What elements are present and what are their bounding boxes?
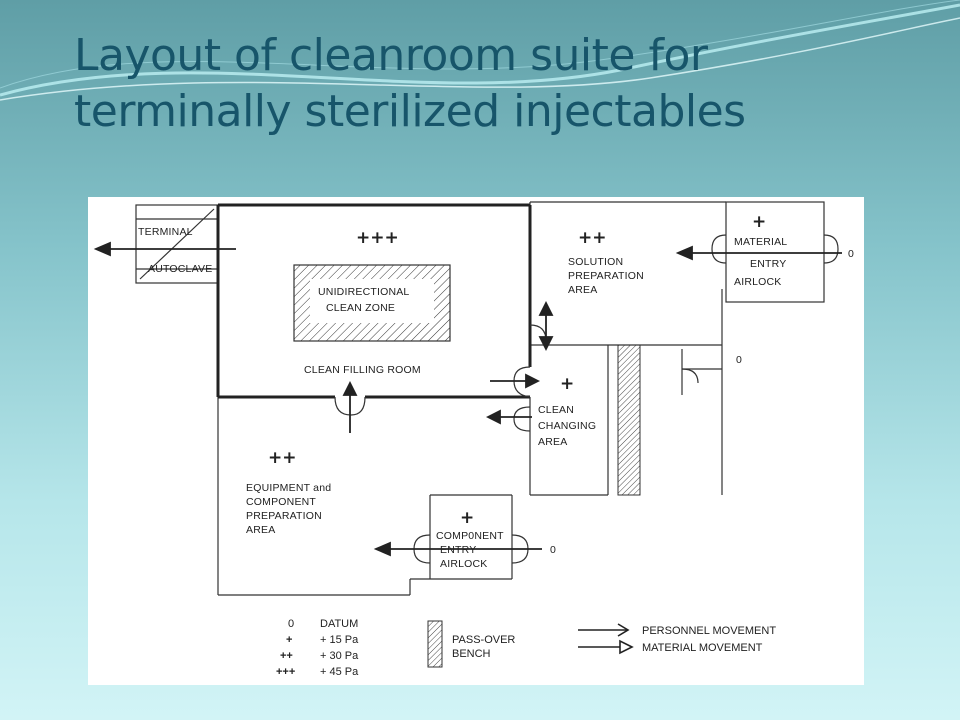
solution-prep-pressure: ++ — [578, 228, 607, 248]
legend-label-45: + 45 Pa — [320, 666, 359, 678]
legend-label-15: + 15 Pa — [320, 634, 359, 646]
filling-room-pressure: +++ — [356, 228, 399, 248]
solution-prep-line1: SOLUTION — [568, 256, 623, 268]
changing-area-line3: AREA — [538, 436, 567, 448]
component-airlock-line1: COMP0NENT — [436, 530, 504, 542]
movement-arrows — [93, 241, 842, 557]
terminal-label-line1: TERMINAL — [138, 226, 193, 238]
title-line-1: Layout of cleanroom suite for — [74, 30, 708, 81]
autoclave-label-line2: AUTOCLAVE — [148, 263, 212, 275]
clean-zone-label-bg — [310, 279, 434, 323]
material-airlock-line3: AIRLOCK — [734, 276, 782, 288]
legend-material-movement: MATERIAL MOVEMENT — [642, 642, 763, 654]
changing-area-line1: CLEAN — [538, 404, 574, 416]
legend-pressures: 0 DATUM + + 15 Pa ++ + 30 Pa +++ + 45 Pa — [276, 618, 359, 678]
equipment-prep-pressure: ++ — [268, 448, 297, 468]
material-entry-airlock-room — [725, 201, 825, 303]
changing-area-line2: CHANGING — [538, 420, 596, 432]
corridor-pressure: 0 — [736, 354, 742, 366]
walls — [135, 201, 825, 596]
legend-material-arrow-head — [619, 639, 634, 655]
legend-bench-line2: BENCH — [452, 648, 491, 660]
clean-zone-line2: CLEAN ZONE — [326, 302, 395, 314]
legend-bench-swatch — [427, 620, 443, 668]
component-outside-pressure: 0 — [550, 544, 556, 556]
legend-label-30: + 30 Pa — [320, 650, 359, 662]
solution-prep-line2: PREPARATION — [568, 270, 644, 282]
floor-plan: TERMINAL AUTOCLAVE +++ UNIDIRECTIONAL CL… — [93, 201, 854, 678]
legend-personnel-arrow-head — [617, 623, 630, 637]
material-airlock-line2: ENTRY — [750, 258, 786, 270]
legend-personnel-movement: PERSONNEL MOVEMENT — [642, 625, 776, 637]
material-airlock-pressure: + — [752, 212, 766, 232]
pass-over-bench — [617, 344, 641, 496]
arrow-head-material-out — [93, 241, 111, 257]
equipment-prep-line4: AREA — [246, 524, 275, 536]
component-airlock-line3: AIRLOCK — [440, 558, 488, 570]
title-line-2: terminally sterilized injectables — [74, 86, 746, 137]
legend-arrows — [578, 623, 634, 655]
legend-symbol-15: + — [286, 634, 292, 646]
clean-zone-line1: UNIDIRECTIONAL — [318, 286, 409, 298]
material-outside-pressure: 0 — [848, 248, 854, 260]
legend-symbol-30: ++ — [280, 650, 293, 662]
equipment-prep-line2: COMPONENT — [246, 496, 316, 508]
legend: 0 DATUM + + 15 Pa ++ + 30 Pa +++ + 45 Pa… — [276, 618, 776, 678]
cleanroom-layout-diagram: TERMINAL AUTOCLAVE +++ UNIDIRECTIONAL CL… — [88, 197, 864, 685]
legend-label-datum: DATUM — [320, 618, 358, 630]
component-airlock-pressure: + — [460, 508, 474, 528]
legend-symbol-datum: 0 — [288, 618, 294, 630]
title-swoosh-decoration — [0, 0, 960, 101]
room-labels: TERMINAL AUTOCLAVE +++ UNIDIRECTIONAL CL… — [138, 212, 854, 570]
legend-bench-line1: PASS-OVER — [452, 634, 515, 646]
changing-area-pressure: + — [560, 374, 574, 394]
clean-filling-room-label: CLEAN FILLING ROOM — [304, 364, 421, 376]
equipment-prep-line3: PREPARATION — [246, 510, 322, 522]
material-airlock-line1: MATERIAL — [734, 236, 787, 248]
solution-prep-line3: AREA — [568, 284, 597, 296]
legend-symbol-45: +++ — [276, 666, 295, 678]
clean-filling-room-walls — [216, 203, 532, 399]
component-airlock-line2: ENTRY — [440, 544, 476, 556]
slide-title: Layout of cleanroom suite for terminally… — [74, 28, 934, 140]
equipment-prep-line1: EQUIPMENT and — [246, 482, 331, 494]
